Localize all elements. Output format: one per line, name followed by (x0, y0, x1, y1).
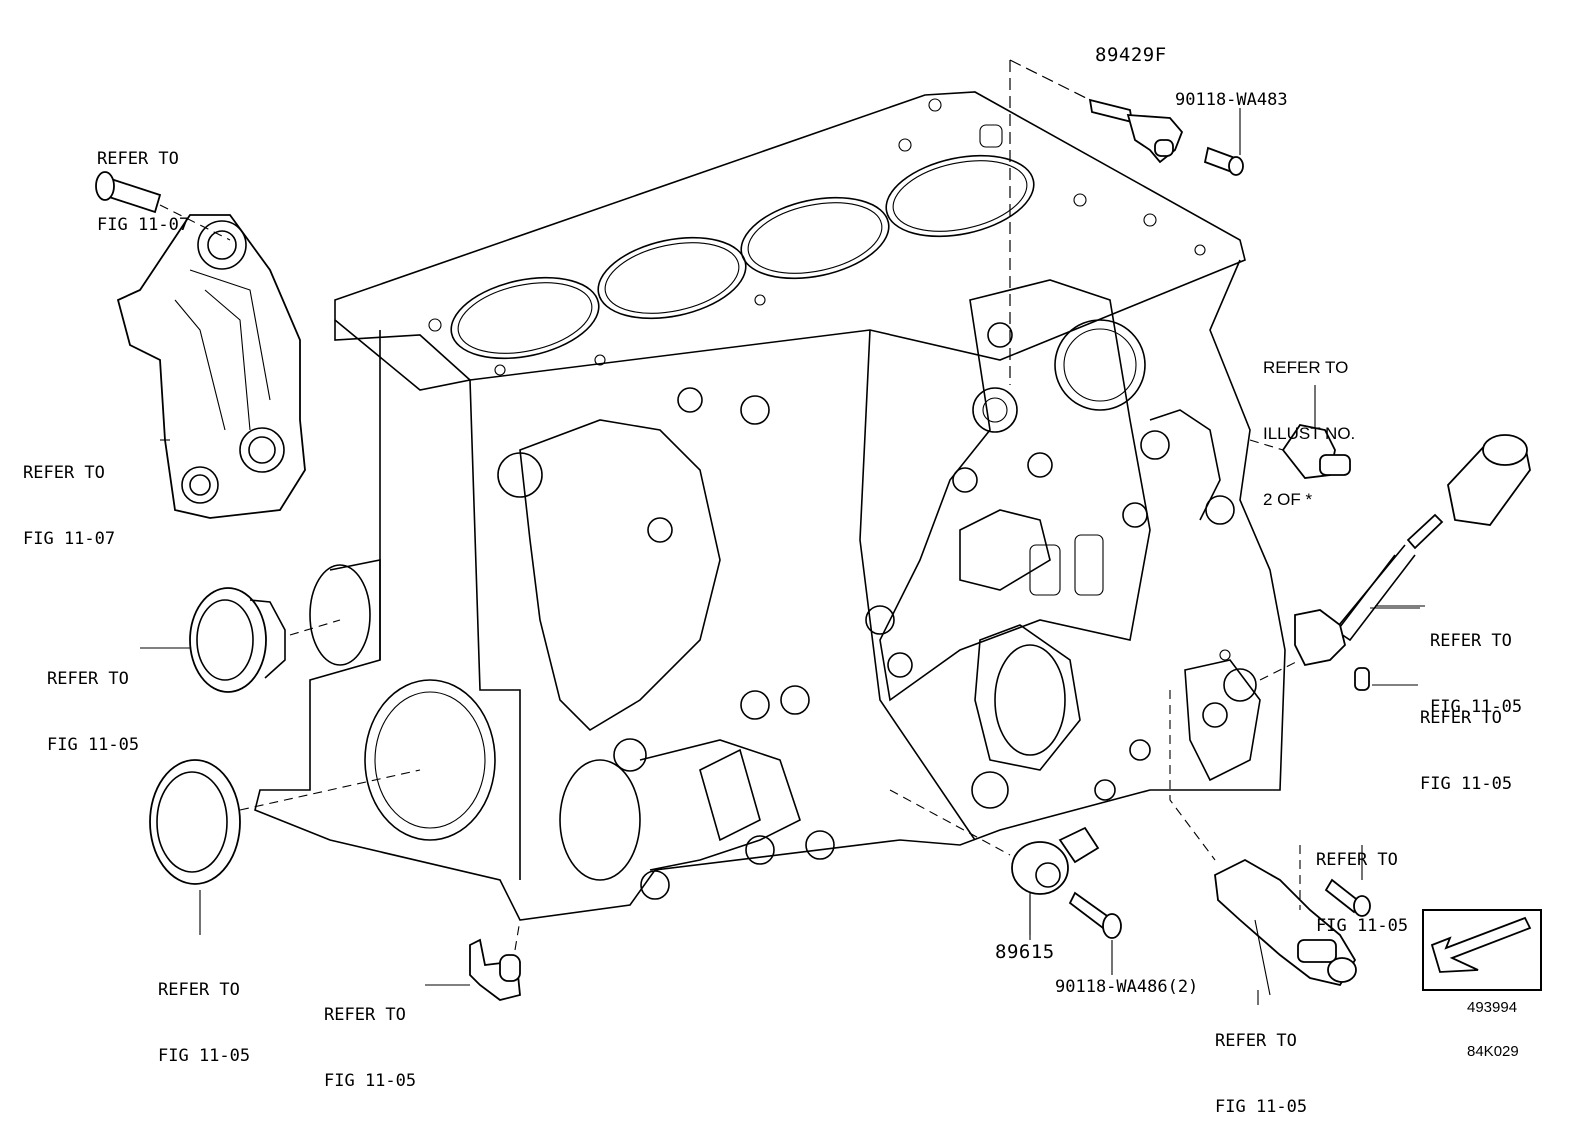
crankshaft-position-sensor (1169, 690, 1357, 996)
engine-mount-bracket (116, 214, 306, 519)
label-refer-fig-11-05-bottom: REFER TO FIG 11-05 (324, 1005, 417, 1091)
cylinder-block (254, 91, 1286, 921)
label-refer-fig-11-05-seal-small: REFER TO FIG 11-05 (47, 669, 140, 755)
dipstick-tube (1259, 513, 1444, 681)
label-refer-fig-11-07-top: REFER TO FIG 11-07 (97, 149, 190, 235)
figure-code: 84K029 (1467, 1043, 1519, 1060)
knock-sensor (889, 789, 1100, 935)
engine-block-exploded-diagram (95, 59, 1542, 1005)
label-refer-fig-11-05-pin: REFER TO FIG 11-05 (1420, 708, 1513, 794)
knock-sensor-bolt (1068, 891, 1122, 975)
part-number-90118-wa486: 90118-WA486(2) (1055, 977, 1199, 997)
oil-seal-retainer (189, 587, 341, 693)
inset-code: 493994 (1467, 999, 1518, 1016)
connector-sensor (1447, 434, 1531, 526)
label-refer-fig-11-05-seal-large: REFER TO FIG 11-05 (158, 980, 251, 1066)
view-direction-inset (1422, 909, 1542, 991)
cam-sensor-dash (1009, 59, 1091, 385)
rear-oil-seal (149, 759, 421, 885)
label-refer-fig-11-05-dipstick: REFER TO FIG 11-05 (1430, 631, 1523, 717)
leader-lines (140, 439, 1425, 1005)
sensor-bolt (1299, 845, 1371, 917)
label-refer-fig-11-05-bolt: REFER TO FIG 11-05 (1316, 850, 1409, 936)
label-refer-fig-11-07-left: REFER TO FIG 11-07 (23, 463, 116, 549)
dowel-pin (1354, 667, 1418, 691)
oil-pressure-sensor (1249, 385, 1351, 479)
part-number-89429f: 89429F (1095, 44, 1167, 66)
part-number-90118-wa483: 90118-WA483 (1175, 90, 1288, 110)
oil-jet (469, 919, 521, 1001)
label-refer-fig-11-05-sensor: REFER TO FIG 11-05 (1215, 1031, 1308, 1117)
camshaft-position-sensor (1088, 98, 1244, 176)
part-number-89615: 89615 (995, 941, 1055, 963)
mount-bolt (95, 171, 231, 241)
label-refer-illust: REFER TO ILLUST NO. 2 OF * (1263, 358, 1356, 509)
